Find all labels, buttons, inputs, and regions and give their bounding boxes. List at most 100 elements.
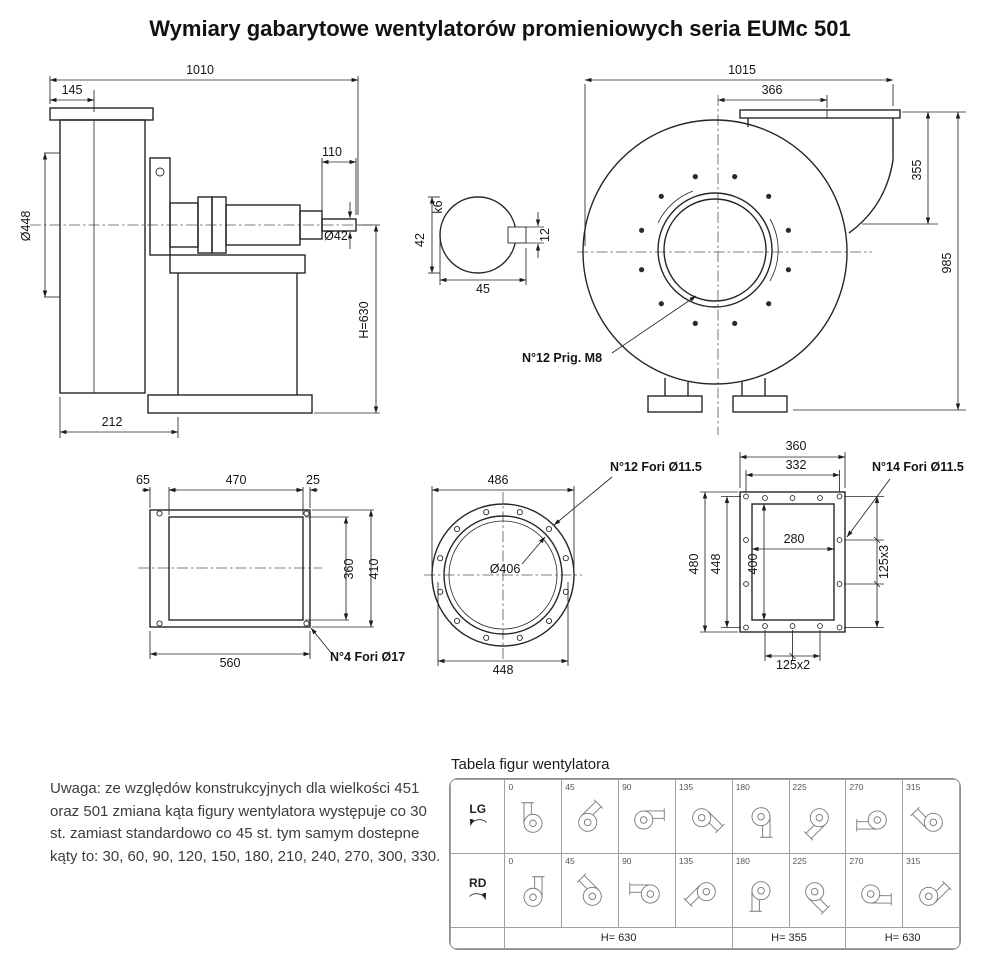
technical-drawing: Ø448 1010 145 110 Ø42: [19, 63, 966, 677]
angle-label: 135: [678, 782, 694, 792]
fan-figure-cell: 225: [788, 853, 847, 928]
dim-shaft-ext: 110: [322, 145, 342, 159]
bolt-holes-front: [639, 174, 792, 326]
fan-figure-cell: 225: [788, 779, 847, 854]
fan-figure-cell: 180: [731, 853, 790, 928]
fan-figure-icon: [629, 882, 660, 904]
fan-figure-icon: [751, 807, 773, 838]
dim-seg-left: 65: [136, 473, 150, 487]
dim-seg-right: 25: [306, 473, 320, 487]
angle-label: 315: [906, 856, 921, 866]
dim-inlet-inner: Ø406: [490, 562, 521, 576]
angle-label: 135: [678, 856, 694, 866]
fan-figure-icon: [798, 804, 835, 841]
dim-sf-inner-width: 280: [784, 532, 805, 546]
fan-figure-icon: [910, 800, 947, 838]
angle-label: 0: [508, 782, 514, 792]
dim-total-width: 1015: [728, 63, 756, 77]
dim-flange-height: 410: [367, 559, 381, 580]
dim-total-length: 1010: [186, 63, 214, 77]
dim-duct-height: 360: [342, 559, 356, 580]
dim-inlet-diameter: Ø448: [19, 211, 33, 242]
bolt-holes-inlet: [437, 509, 569, 641]
dim-sf-inner-height: 400: [746, 554, 760, 575]
dim-bolt-circle: 448: [493, 663, 514, 677]
outlet-flange-drawing: 65 470 25 360 410 560 N°4 Fori Ø17: [136, 473, 405, 670]
front-view-drawing: 1015 366 355 985 N°12 Prig. M8: [522, 63, 966, 435]
figure-table-title: Tabela figur wentylatora: [451, 756, 610, 773]
angle-label: 45: [565, 856, 575, 866]
angle-label: 270: [849, 856, 864, 866]
inlet-holes-label: N°12 Fori Ø11.5: [610, 460, 702, 474]
rotation-ccw-arrow-icon: [469, 819, 487, 826]
angle-label: 270: [849, 782, 864, 792]
fan-figure-cell: 90: [618, 779, 676, 854]
h-value-group-3: H= 630: [845, 927, 960, 949]
dim-sf-pitch-h: 125x2: [776, 658, 810, 672]
h-value-group-2: H= 355: [731, 927, 847, 949]
dim-outlet-offset: 366: [762, 83, 783, 97]
dim-flange-depth: 145: [62, 83, 83, 97]
fan-figure-cell: 270: [845, 853, 904, 928]
figure-table-section: Tabela figur wentylatora LG 0: [449, 756, 961, 950]
dim-total-height: 985: [940, 253, 954, 274]
angle-label: 180: [735, 856, 750, 866]
fan-figure-icon: [800, 878, 837, 915]
fan-figure-icon: [683, 876, 720, 914]
fan-figure-cell: 180: [731, 779, 790, 854]
angle-label: 225: [792, 856, 807, 866]
dim-shaft-d: 42: [413, 233, 427, 247]
dim-axis-height: H=630: [357, 301, 371, 338]
dim-sf-outer-height: 480: [687, 554, 701, 575]
fan-figure-icon: [861, 884, 892, 906]
angle-label: 90: [622, 782, 632, 792]
dim-sf-bolt-height: 448: [709, 554, 723, 575]
dim-key-width: 12: [538, 228, 552, 242]
fan-figure-cell: 45: [561, 779, 620, 854]
dim-sf-bolt-width: 332: [786, 458, 807, 472]
side-flange-holes-label: N°14 Fori Ø11.5: [872, 460, 964, 474]
fan-figure-cell: 315: [902, 779, 960, 854]
dim-outlet-height: 355: [910, 160, 924, 181]
row-label-rd-text: RD: [469, 876, 487, 890]
shaft-section-detail: 42 k6 12 45: [413, 196, 552, 296]
side-flange-drawing: 360 332 280 480 448 400 125x3: [687, 439, 964, 672]
angle-label: 45: [565, 782, 575, 792]
angle-label: 180: [735, 782, 750, 792]
dim-sf-pitch-v: 125x3: [877, 545, 891, 579]
row-label-lg-text: LG: [469, 802, 487, 816]
angle-label: 315: [906, 782, 921, 792]
row-label-lg: LG: [450, 779, 506, 854]
fan-figure-icon: [572, 799, 610, 836]
fan-figure-icon: [856, 810, 888, 832]
fan-figure-icon: [688, 802, 725, 840]
construction-note: Uwaga: ze względów konstrukcyjnych dla w…: [50, 780, 441, 865]
h-row-spacer: [450, 927, 506, 949]
fan-figure-icon: [523, 876, 546, 907]
fan-figure-cell: 45: [561, 853, 620, 928]
fan-figure-icon: [748, 881, 771, 912]
dim-key-height: 45: [476, 282, 490, 296]
front-holes-label: N°12 Prig. M8: [522, 351, 602, 365]
angle-label: 225: [792, 782, 807, 792]
dim-flange-width: 560: [220, 656, 241, 670]
dim-sf-outer-width: 360: [786, 439, 807, 453]
fan-figure-cell: 0: [504, 853, 563, 928]
fan-figure-icon: [915, 874, 952, 912]
rotation-cw-arrow-icon: [468, 893, 486, 900]
fan-figure-cell: 315: [902, 853, 960, 928]
fan-figure-icon: [521, 802, 543, 833]
fan-figure-icon: [634, 808, 665, 830]
side-view-drawing: Ø448 1010 145 110 Ø42: [19, 63, 380, 438]
dim-seg-mid: 470: [226, 473, 247, 487]
dim-shaft-tolerance: k6: [431, 200, 445, 213]
fan-figure-cell: 135: [674, 779, 733, 854]
h-value-group-1: H= 630: [504, 927, 733, 949]
row-label-rd: RD: [450, 853, 506, 928]
page-title: Wymiary gabarytowe wentylatorów promieni…: [149, 16, 851, 41]
fan-figure-cell: 0: [504, 779, 563, 854]
angle-label: 90: [622, 856, 632, 866]
outlet-holes-label: N°4 Fori Ø17: [330, 650, 405, 664]
inlet-flange-drawing: 486 448 Ø406 N°12 Fori Ø11.5: [424, 460, 702, 677]
